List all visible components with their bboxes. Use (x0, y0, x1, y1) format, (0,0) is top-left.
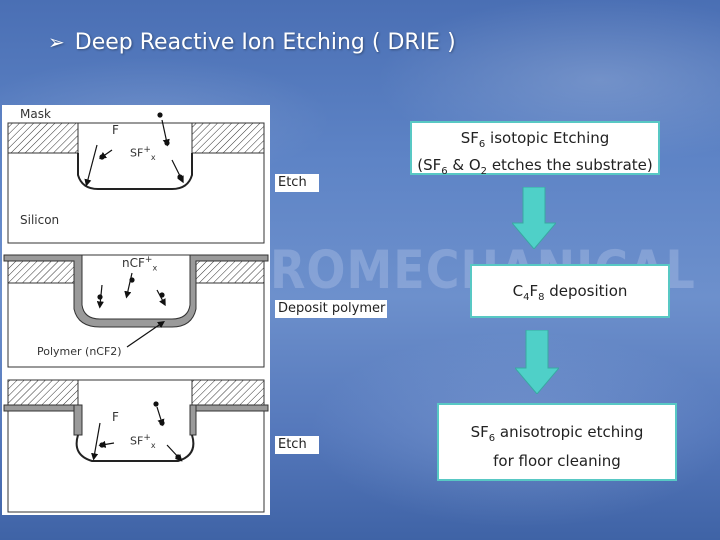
flow-arrow-2-icon (515, 330, 559, 394)
step1-line2: (SF6 & O2 etches the substrate) (417, 156, 653, 177)
step-c4f8-deposition: C4F8 deposition (470, 264, 670, 318)
step-sf6-isotropic-etching: SF6 isotopic Etching (SF6 & O2 etches th… (410, 121, 660, 177)
flow-arrow-1-icon (512, 187, 556, 249)
label-silicon: Silicon (20, 213, 60, 227)
arrow-bullet-icon: ➢ (48, 30, 65, 54)
slide-title-text: Deep Reactive Ion Etching ( DRIE ) (74, 30, 456, 55)
drie-process-diagram: Mask F SF+x Silicon nCF+x Polymer (nCF2)… (2, 105, 270, 515)
step3-line1: SF6 anisotropic etching (470, 423, 644, 444)
step3-line2: for floor cleaning (493, 452, 621, 470)
label-mask: Mask (20, 107, 51, 121)
mask-right (191, 122, 265, 154)
tag-etch-bottom: Etch (275, 436, 319, 454)
label-sfx-bottom: SF+x (130, 433, 156, 450)
label-ncfx: nCF+x (122, 255, 158, 273)
etch-trench-2 (75, 434, 195, 462)
label-f-bottom: F (112, 410, 119, 424)
polymer-layer (3, 254, 269, 328)
panel-etch-2 (3, 379, 269, 513)
label-polymer: Polymer (nCF2) (37, 345, 122, 358)
mask-left (7, 122, 79, 154)
label-f-top: F (112, 123, 119, 137)
polymer-pointer (126, 320, 165, 348)
etch-trench-1 (77, 153, 193, 190)
step-sf6-anisotropic-etching: SF6 anisotropic etching for floor cleani… (437, 403, 677, 481)
tag-etch-top: Etch (275, 174, 319, 192)
tag-deposit-polymer: Deposit polymer (275, 300, 387, 318)
drie-process-svg (3, 112, 269, 513)
slide-title: ➢ Deep Reactive Ion Etching ( DRIE ) (48, 30, 456, 55)
label-sfx-top: SF+x (130, 145, 156, 162)
step1-line1: SF6 isotopic Etching (460, 129, 610, 150)
panel-etch-1 (7, 112, 265, 244)
